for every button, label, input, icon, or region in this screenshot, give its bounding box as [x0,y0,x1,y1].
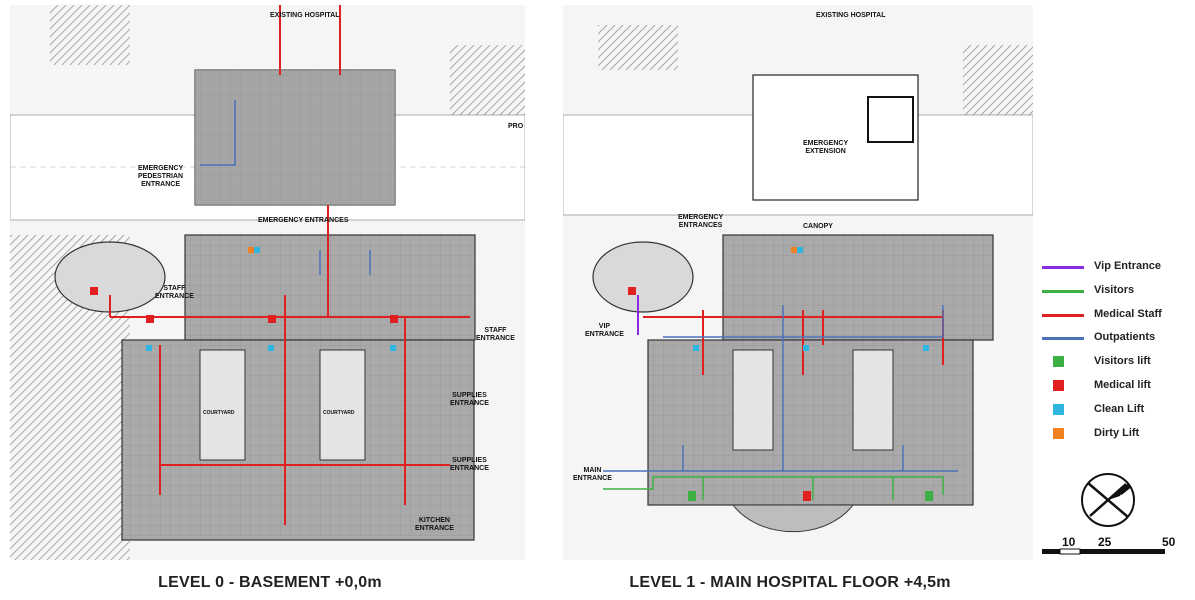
scale-bar: 10 25 50 [1040,535,1190,565]
main-entrance-label: MAIN ENTRANCE [573,467,612,482]
existing-hospital-label: EXISTING HOSPITAL [816,12,886,19]
courtyard [199,349,246,461]
oval-building [592,241,694,313]
legend-label: Clean Lift [1094,402,1145,415]
north-arrow-icon [1081,473,1135,527]
emergency-extension-core [867,96,914,143]
supplies-entrance-label: SUPPLIES ENTRANCE [450,457,489,472]
lift-markers [628,247,933,501]
lift-markers [90,247,398,351]
emergency-pedestrian-entrance-label: EMERGENCY PEDESTRIAN ENTRANCE [138,165,184,188]
medical-staff-route [109,5,470,525]
legend-line-swatch [1042,289,1084,293]
courtyard [319,349,366,461]
hatched-ground [50,5,130,65]
courtyard [852,349,894,451]
legend-box-swatch [1053,403,1064,415]
parking-label: PRO [508,123,524,130]
canopy-label: CANOPY [803,223,833,230]
visitors-route [603,476,944,500]
courtyard-label: COURTYARD [323,410,355,416]
level-1-plan-drawing [563,25,1033,533]
legend-item: Clean Lift [1038,401,1188,425]
level-0-caption: LEVEL 0 - BASEMENT +0,0m [158,574,382,591]
supplies-entrance-label: SUPPLIES ENTRANCE [450,392,489,407]
legend-item: Vip Entrance [1038,258,1188,282]
emergency-extension-label: EMERGENCY EXTENSION [803,140,849,155]
legend-label: Visitors [1094,283,1135,296]
legend-line-swatch [1042,313,1084,317]
legend-line-swatch [1042,266,1084,269]
legend-label: Medical lift [1094,378,1151,391]
scale-mark: 10 [1062,535,1076,549]
south-wing [647,339,974,506]
hatched-ground [450,45,525,115]
legend-box-swatch [1053,356,1064,368]
courtyard [732,349,774,451]
existing-hospital-label: EXISTING HOSPITAL [270,12,340,19]
courtyard-label: COURTYARD [203,410,235,416]
level-1-floor-plan: EXISTING HOSPITAL EMERGENCY EXTENSION EM… [563,5,1033,560]
north-wing [184,234,476,341]
outpatient-route [603,305,958,472]
emergency-extension-building [752,74,919,201]
legend-item: Medical Staff [1038,306,1188,330]
legend-line-swatch [1042,337,1084,341]
south-wing [121,339,475,541]
legend-item: Visitors lift [1038,353,1188,377]
legend-item: Dirty Lift [1038,425,1188,449]
legend-label: Medical Staff [1094,307,1162,320]
legend-label: Dirty Lift [1094,426,1140,439]
staff-entrance-label: STAFF ENTRANCE [155,285,194,300]
legend-item: Medical lift [1038,377,1188,401]
legend-box-swatch [1053,427,1064,439]
scale-mark: 25 [1098,535,1112,549]
legend-label: Visitors lift [1094,355,1151,368]
legend-label: Outpatients [1094,331,1156,344]
vip-entrance-label: VIP ENTRANCE [585,323,624,338]
level-1-caption: LEVEL 1 - MAIN HOSPITAL FLOOR +4,5m [629,574,951,591]
kitchen-entrance-label: KITCHEN ENTRANCE [415,517,454,532]
hatched-ground [963,45,1033,115]
emergency-entrances-label: EMERGENCY ENTRANCES [678,214,724,229]
staff-entrance-label: STAFF ENTRANCE [476,327,515,342]
scale-mark: 50 [1162,535,1176,549]
north-wing [722,234,994,341]
level-0-floor-plan: EXISTING HOSPITAL PRO EMERGENCY PEDESTRI… [10,5,525,560]
scale-bar-graphic [1042,548,1165,555]
emergency-entrances-label: EMERGENCY ENTRANCES [258,217,349,224]
hatched-ground [598,25,678,70]
legend-box-swatch [1053,379,1064,391]
outpatient-route [200,100,371,275]
legend-item: Visitors [1038,282,1188,306]
level-0-plan-drawing [10,5,525,560]
legend-item: Outpatients [1038,329,1188,353]
entrance-rotunda [731,504,855,533]
legend-label: Vip Entrance [1094,260,1162,272]
